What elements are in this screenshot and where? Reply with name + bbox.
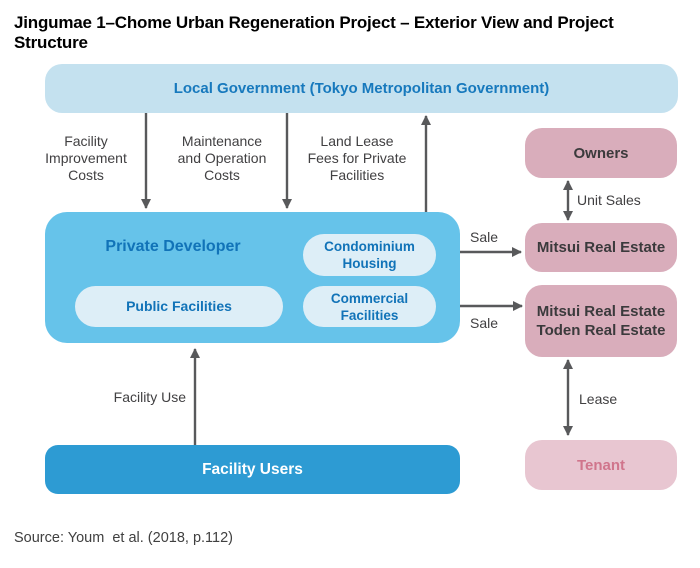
node-mitsui-real-estate: Mitsui Real Estate	[525, 223, 677, 272]
label-sale-condominium: Sale	[469, 229, 499, 245]
label-facility-use: Facility Use	[113, 389, 186, 405]
node-tenant: Tenant	[525, 440, 677, 490]
source-citation: Source: Youm et al. (2018, p.112)	[14, 530, 233, 546]
label-facility-improvement-costs: Facility Improvement Costs	[45, 133, 127, 183]
label-unit-sales: Unit Sales	[577, 192, 641, 208]
node-owners: Owners	[525, 128, 677, 178]
private-developer-label: Private Developer	[105, 238, 241, 255]
node-public-facilities: Public Facilities	[75, 286, 283, 327]
node-private-developer: Private Developer Condominium Housing Pu…	[45, 212, 460, 343]
page-title: Jingumae 1–Chome Urban Regeneration Proj…	[14, 13, 614, 52]
node-mitsui-toden-real-estate: Mitsui Real Estate Toden Real Estate	[525, 285, 677, 357]
label-maintenance-operation-costs: Maintenance and Operation Costs	[177, 133, 267, 183]
node-local-government: Local Government (Tokyo Metropolitan Gov…	[45, 64, 678, 113]
node-commercial-facilities: Commercial Facilities	[303, 286, 436, 327]
label-land-lease-fees: Land Lease Fees for Private Facilities	[307, 133, 407, 183]
node-facility-users: Facility Users	[45, 445, 460, 494]
node-condominium-housing: Condominium Housing	[303, 234, 436, 276]
label-sale-commercial: Sale	[469, 315, 499, 331]
label-lease: Lease	[579, 391, 618, 407]
